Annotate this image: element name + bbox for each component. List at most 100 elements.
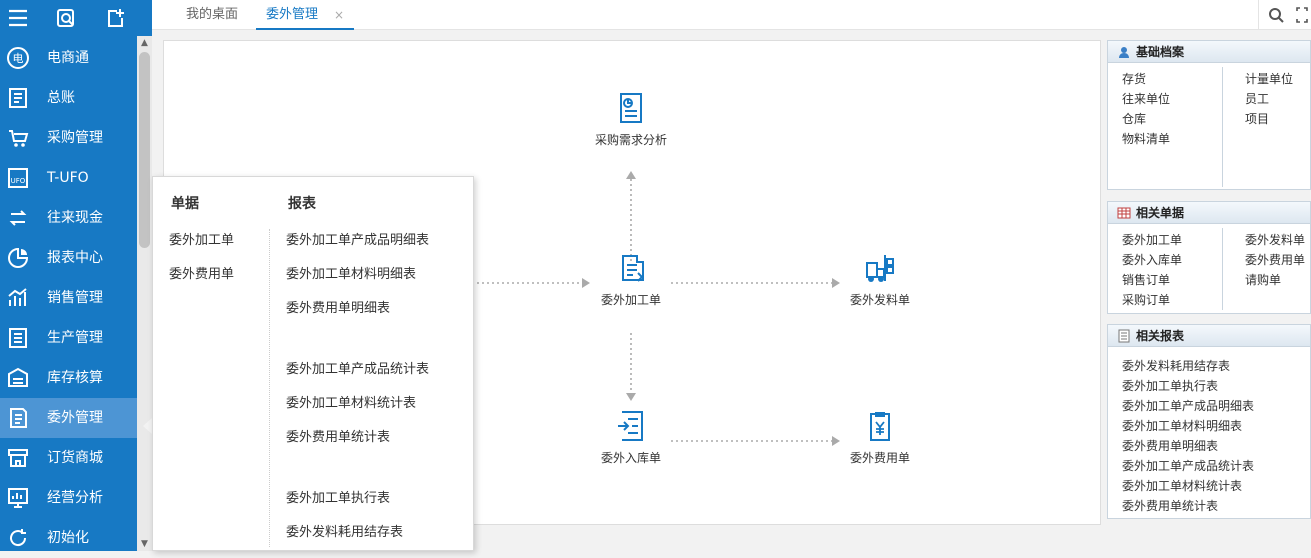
panel-link[interactable]: 仓库 bbox=[1122, 112, 1147, 126]
flow-node-processing-order[interactable]: 委外加工单 bbox=[576, 251, 686, 308]
sidebar-item[interactable]: 采购管理 bbox=[0, 118, 137, 158]
sidebar-item-label: 总账 bbox=[47, 90, 75, 106]
fullscreen-icon[interactable] bbox=[1292, 3, 1311, 27]
menu-item-report[interactable]: 委外费用单统计表 bbox=[286, 430, 391, 445]
outsourcing-icon bbox=[6, 406, 30, 430]
panel-link[interactable]: 往来单位 bbox=[1122, 92, 1171, 106]
add-doc-icon[interactable] bbox=[98, 0, 134, 36]
demand-analysis-icon bbox=[620, 93, 642, 123]
panel-link[interactable]: 请购单 bbox=[1245, 273, 1282, 287]
flow-node-expense[interactable]: 委外费用单 bbox=[825, 409, 935, 466]
panel-link[interactable]: 委外加工单 bbox=[1122, 233, 1183, 247]
menu-item-report[interactable]: 委外加工单材料明细表 bbox=[286, 267, 417, 282]
ecommerce-icon: 电 bbox=[6, 46, 30, 70]
sidebar-item[interactable]: 电电商通 bbox=[0, 38, 137, 78]
menu-item-report[interactable]: 委外加工单产成品统计表 bbox=[286, 362, 430, 377]
panel-link[interactable]: 委外加工单产成品明细表 bbox=[1122, 399, 1255, 413]
receipt-icon bbox=[618, 411, 643, 441]
panel-link[interactable]: 委外费用单 bbox=[1245, 253, 1306, 267]
scroll-down-arrow[interactable]: ▼ bbox=[141, 539, 148, 549]
panel-link[interactable]: 委外加工单执行表 bbox=[1122, 379, 1219, 393]
panel-title: 相关单据 bbox=[1136, 206, 1185, 220]
panel-related-documents: 相关单据 委外加工单委外入库单销售订单采购订单 委外发料单委外费用单请购单 bbox=[1107, 201, 1311, 314]
panel-link[interactable]: 委外费用单明细表 bbox=[1122, 439, 1219, 453]
sidebar-item-label: 销售管理 bbox=[47, 290, 103, 306]
toolbar-divider bbox=[1258, 0, 1259, 30]
mall-icon bbox=[6, 446, 30, 470]
panel-link[interactable]: 计量单位 bbox=[1245, 72, 1294, 86]
forklift-icon bbox=[866, 255, 894, 282]
panel-link[interactable]: 委外加工单材料明细表 bbox=[1122, 419, 1243, 433]
sidebar-item-label: 采购管理 bbox=[47, 130, 103, 146]
menu-item-report[interactable]: 委外加工单执行表 bbox=[286, 491, 391, 506]
panel-divider bbox=[1222, 67, 1223, 187]
panel-link[interactable]: 委外入库单 bbox=[1122, 253, 1183, 267]
menu-item-report[interactable]: 委外加工单产成品明细表 bbox=[286, 233, 430, 248]
sidebar-item[interactable]: 库存核算 bbox=[0, 358, 137, 398]
flow-label: 委外费用单 bbox=[849, 451, 910, 465]
menu-item-report[interactable]: 委外费用单明细表 bbox=[286, 301, 391, 316]
sidebar-item[interactable]: 经营分析 bbox=[0, 478, 137, 518]
sidebar-item[interactable]: 初始化 bbox=[0, 518, 137, 558]
tab-bar: 我的桌面 委外管理 × bbox=[152, 0, 1311, 30]
sidebar-item-label: 订货商城 bbox=[47, 450, 103, 466]
scroll-up-arrow[interactable]: ▲ bbox=[141, 38, 148, 48]
panel-link[interactable]: 销售订单 bbox=[1122, 273, 1171, 287]
panel-title: 基础档案 bbox=[1136, 45, 1185, 59]
panel-title: 相关报表 bbox=[1136, 329, 1185, 343]
panel-link[interactable]: 委外发料单 bbox=[1245, 233, 1306, 247]
panel-link[interactable]: 存货 bbox=[1122, 72, 1147, 86]
menu-divider bbox=[269, 229, 270, 547]
search-icon[interactable] bbox=[1264, 3, 1288, 27]
panel-link[interactable]: 委外加工单材料统计表 bbox=[1122, 479, 1243, 493]
svg-text:UFO: UFO bbox=[11, 177, 26, 185]
scrollbar-thumb[interactable] bbox=[139, 52, 150, 248]
sales-icon bbox=[6, 286, 30, 310]
production-icon bbox=[6, 326, 30, 350]
panel-header: 基础档案 bbox=[1108, 41, 1310, 63]
active-indicator bbox=[143, 418, 152, 434]
sidebar-item[interactable]: 报表中心 bbox=[0, 238, 137, 278]
tab-my-desktop[interactable]: 我的桌面 bbox=[186, 7, 239, 22]
panel-link[interactable]: 委外发料耗用结存表 bbox=[1122, 359, 1231, 373]
flow-node-demand-analysis[interactable]: 采购需求分析 bbox=[576, 91, 686, 148]
processing-order-icon bbox=[622, 255, 644, 282]
sidebar-item[interactable]: 生产管理 bbox=[0, 318, 137, 358]
panel-link[interactable]: 员工 bbox=[1245, 92, 1270, 106]
sidebar-item[interactable]: 委外管理 bbox=[0, 398, 137, 438]
flow-label: 委外入库单 bbox=[600, 451, 661, 465]
search-doc-icon[interactable] bbox=[48, 0, 84, 36]
sidebar-item-label: 生产管理 bbox=[47, 330, 103, 346]
menu-item-document[interactable]: 委外加工单 bbox=[169, 233, 235, 248]
panel-link[interactable]: 项目 bbox=[1245, 112, 1270, 126]
user-icon bbox=[1119, 47, 1129, 58]
panel-link[interactable]: 采购订单 bbox=[1122, 293, 1171, 307]
flow-node-receipt[interactable]: 委外入库单 bbox=[576, 409, 686, 466]
sidebar-item-label: 委外管理 bbox=[47, 410, 103, 426]
menu-item-report[interactable]: 委外加工单材料统计表 bbox=[286, 396, 417, 411]
tab-outsourcing[interactable]: 委外管理 × bbox=[256, 5, 354, 30]
panel-divider bbox=[1222, 228, 1223, 310]
menu-header-documents: 单据 bbox=[171, 196, 199, 212]
sidebar-item[interactable]: 销售管理 bbox=[0, 278, 137, 318]
ufo-icon: UFO bbox=[6, 166, 30, 190]
panel-link[interactable]: 委外费用单统计表 bbox=[1122, 499, 1219, 513]
inventory-icon bbox=[6, 366, 30, 390]
report-icon bbox=[1118, 329, 1130, 343]
flow-label: 委外加工单 bbox=[600, 293, 661, 307]
menu-icon[interactable] bbox=[0, 0, 36, 36]
menu-item-report[interactable]: 委外发料耗用结存表 bbox=[286, 525, 404, 540]
menu-item-document[interactable]: 委外费用单 bbox=[169, 267, 235, 282]
sidebar-item[interactable]: 往来现金 bbox=[0, 198, 137, 238]
panel-link[interactable]: 物料清单 bbox=[1122, 132, 1171, 146]
ledger-icon bbox=[6, 86, 30, 110]
tab-close-icon[interactable]: × bbox=[334, 8, 345, 22]
sidebar-item[interactable]: 总账 bbox=[0, 78, 137, 118]
sidebar-item-label: 经营分析 bbox=[47, 490, 103, 506]
sidebar-item[interactable]: 订货商城 bbox=[0, 438, 137, 478]
panel-link[interactable]: 委外加工单产成品统计表 bbox=[1122, 459, 1255, 473]
sidebar-toolbar bbox=[0, 0, 152, 36]
outsourcing-menu-popup: 单据 报表 委外加工单委外费用单 委外加工单产成品明细表委外加工单材料明细表委外… bbox=[152, 176, 474, 551]
flow-node-material-issue[interactable]: 委外发料单 bbox=[825, 251, 935, 308]
